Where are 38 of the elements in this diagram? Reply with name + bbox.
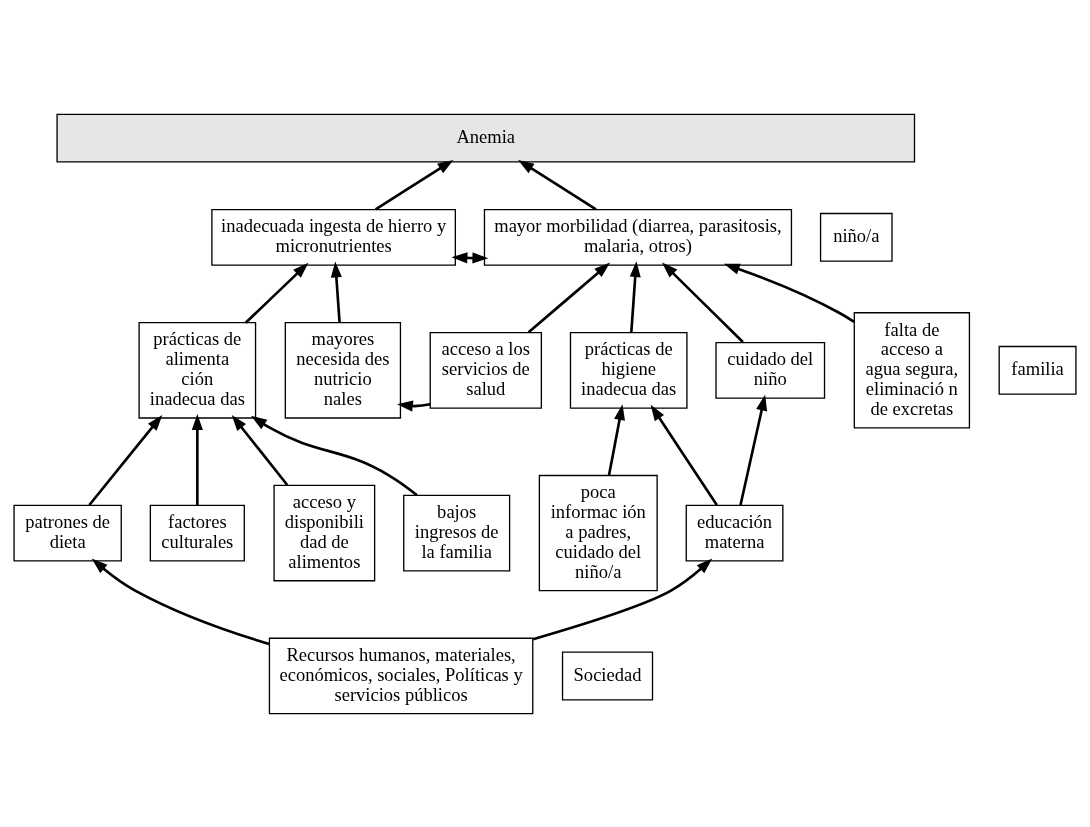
node-box: poca informac ión a padres, cuidado del niño/a — [538, 474, 658, 591]
node-box: prácticas de alimenta ción inadecua das — [138, 321, 257, 419]
node-box: mayores necesida des nutricio nales — [284, 321, 402, 419]
arrow — [244, 262, 309, 324]
arrow — [518, 159, 597, 210]
arrow — [396, 400, 431, 412]
arrow — [250, 415, 418, 496]
arrow — [88, 414, 163, 506]
arrow — [662, 261, 744, 343]
node-box: falta de acceso a agua segura, eliminació n de excretas — [853, 311, 971, 429]
arrow — [231, 414, 289, 486]
arrow — [739, 394, 768, 505]
node-box: factores culturales — [149, 504, 245, 562]
arrow — [723, 263, 855, 323]
arrow — [532, 558, 713, 640]
node-box: acceso y disponibili dad de alimentos — [273, 484, 376, 581]
node-box: prácticas de higiene inadecua das — [569, 331, 688, 409]
node-box: Anemia — [56, 113, 916, 163]
arrow — [607, 403, 625, 476]
arrow — [629, 260, 641, 332]
node-box: familia — [998, 345, 1077, 395]
node-box: Recursos humanos, materiales, económicos, sociales, Políticas y servicios públicos — [268, 637, 534, 714]
arrow — [527, 262, 611, 333]
node-box: cuidado del niño — [715, 341, 826, 399]
node-box: mayor morbilidad (diarrea, parasitosis, malaria, otros) — [483, 208, 793, 266]
arrow — [330, 261, 342, 323]
node-box: niño/a — [819, 212, 893, 262]
arrow — [451, 251, 489, 264]
arrow — [374, 159, 454, 210]
node-box: Sociedad — [561, 651, 654, 700]
arrow — [91, 558, 270, 645]
node-box: bajos ingresos de la familia — [403, 494, 511, 571]
arrow — [650, 404, 718, 506]
node-box: acceso a los servicios de salud — [429, 331, 542, 409]
node-box: inadecuada ingesta de hierro y micronutrientes — [211, 208, 456, 266]
node-box: educación materna — [685, 504, 784, 562]
arrow — [191, 413, 203, 505]
node-box: patrones de dieta — [13, 504, 122, 562]
